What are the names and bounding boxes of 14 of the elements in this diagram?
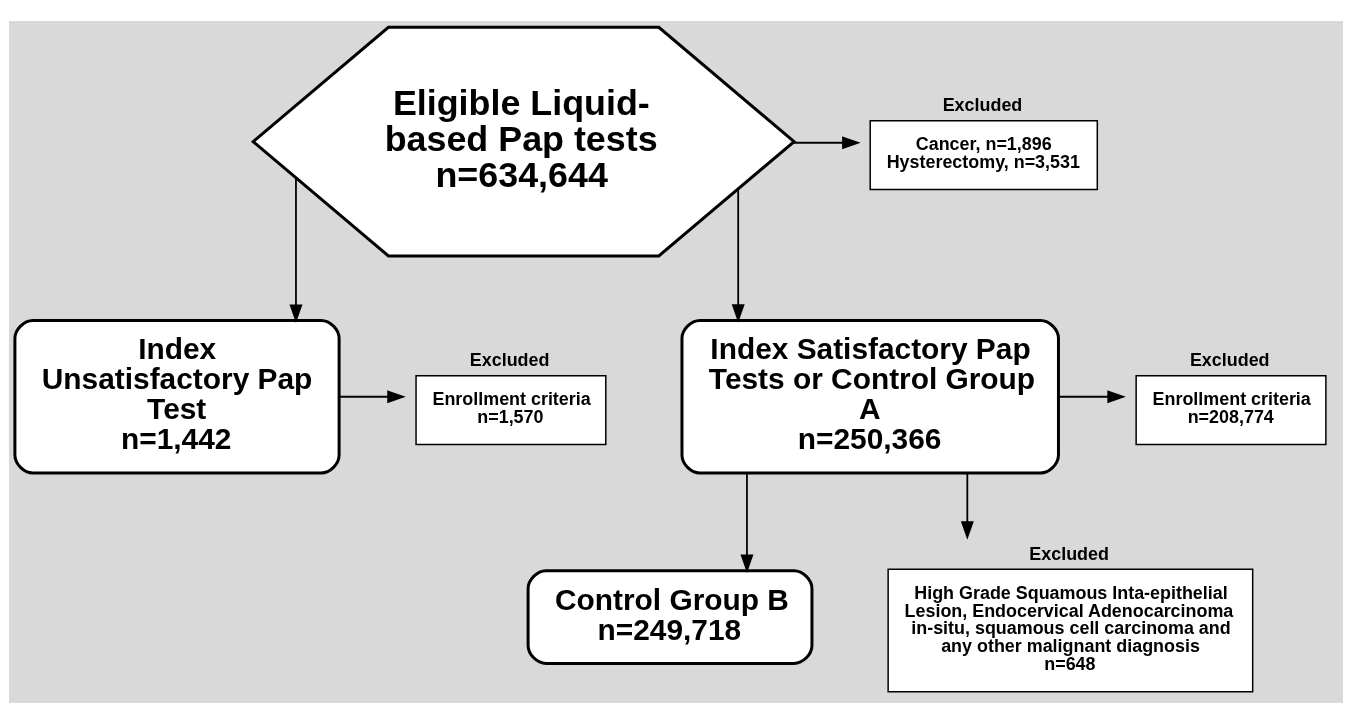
arrow bbox=[731, 187, 745, 323]
node-box: Index Satisfactory Pap Tests or Control Group A n=250,366 bbox=[680, 318, 1060, 474]
arrow bbox=[338, 389, 406, 403]
arrow bbox=[792, 135, 861, 149]
node-label: Excluded bbox=[469, 349, 550, 370]
node-box: Control Group B n=249,718 bbox=[526, 568, 814, 665]
node-label: Excluded bbox=[1189, 349, 1270, 370]
node-label: Excluded bbox=[942, 94, 1023, 115]
arrow bbox=[960, 471, 974, 540]
arrow bbox=[1057, 389, 1126, 403]
arrow bbox=[289, 176, 303, 323]
node-box: Index Unsatisfactory Pap Test n=1,442 bbox=[13, 318, 341, 474]
arrow bbox=[740, 471, 754, 573]
node-label: Excluded bbox=[1029, 543, 1109, 564]
